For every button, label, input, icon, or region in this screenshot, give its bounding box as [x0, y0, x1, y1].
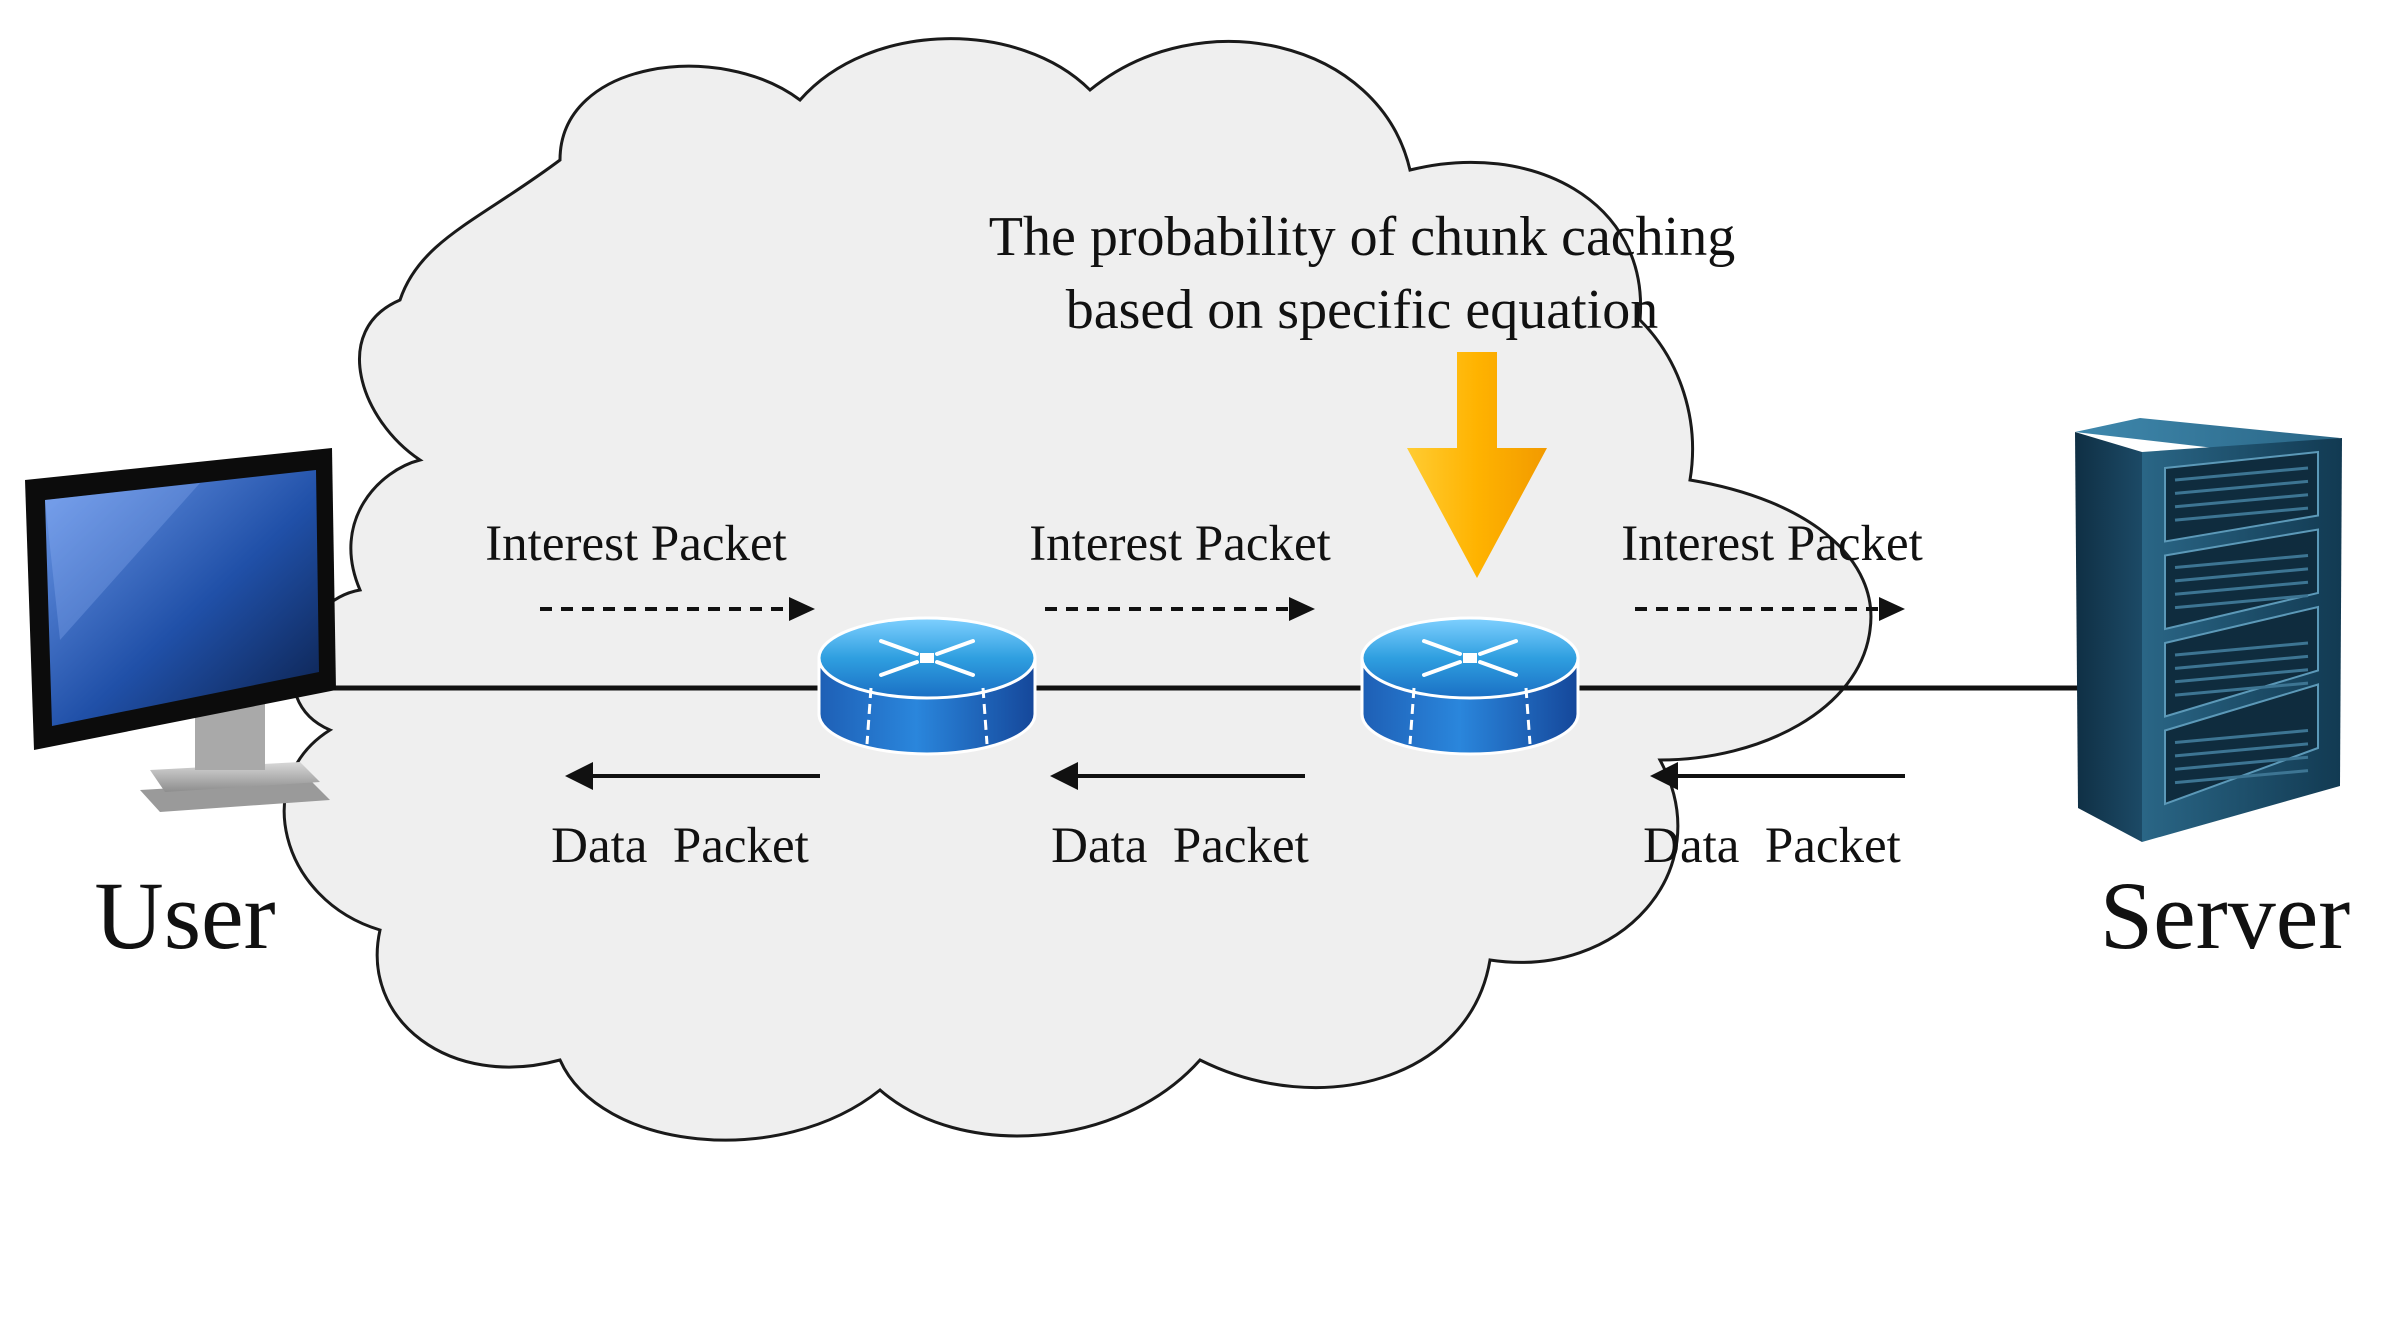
- router-icon: [817, 616, 1037, 756]
- server-label: Server: [2100, 862, 2351, 969]
- network-cloud: [282, 37, 1873, 1142]
- interest-packet-label: Interest Packet: [1621, 516, 1923, 572]
- desktop-monitor-icon: [25, 448, 336, 812]
- annotation-line-2: based on specific equation: [1066, 279, 1658, 341]
- user-label: User: [94, 862, 275, 969]
- data-packet-label: Data Packet: [1051, 818, 1309, 874]
- interest-packet-label: Interest Packet: [1029, 516, 1331, 572]
- data-packet-label: Data Packet: [551, 818, 809, 874]
- annotation-line-1: The probability of chunk caching: [989, 206, 1735, 268]
- interest-packet-label: Interest Packet: [485, 516, 787, 572]
- packet-arrows: [540, 597, 1905, 790]
- server-drive-bays: [2164, 450, 2319, 806]
- server-rack-icon: [2075, 418, 2342, 842]
- down-arrow-icon: [1407, 352, 1547, 578]
- data-packet-label: Data Packet: [1643, 818, 1901, 874]
- router-icon: [1360, 616, 1580, 756]
